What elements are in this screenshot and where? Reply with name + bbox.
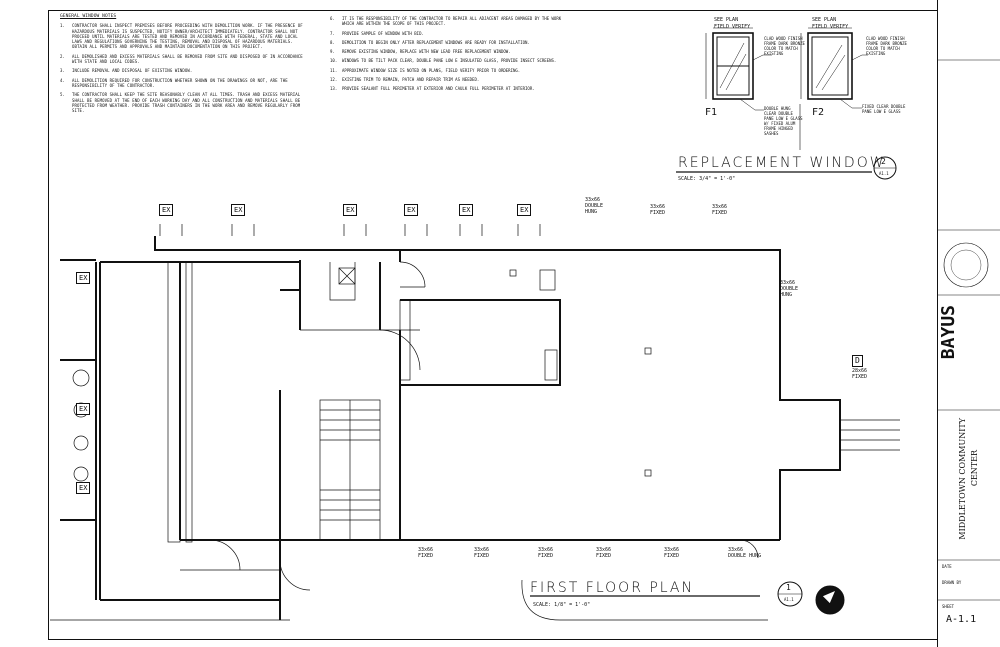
note-item: 4.ALL DEMOLITION REQUIRED FOR CONSTRUCTI… xyxy=(60,77,288,88)
window-label: 33x66 FIXED xyxy=(418,547,434,559)
note-item: 2.ALL DEMOLISHED AND EXCESS MATERIALS SH… xyxy=(60,53,303,65)
ex-tag: EX xyxy=(517,204,532,216)
detail-see-plan: SEE PLAN xyxy=(714,17,739,23)
ex-tag: EX xyxy=(76,482,91,494)
general-notes-continued: 6.IT IS THE RESPONSIBILITY OF THE CONTRA… xyxy=(330,16,570,96)
window-label: 33x66 DOUBLE HUNG xyxy=(728,547,762,559)
window-label: 33x66 FIXED xyxy=(664,547,680,559)
note-item: 7.PROVIDE SAMPLE OF WINDOW WITH BID. xyxy=(330,30,424,36)
window-label: 33x66 DOUBLE HUNG xyxy=(585,197,604,215)
detail-left-type-note: DOUBLE HUNG CLEAR DOUBLE PANE LOW E GLAS… xyxy=(764,106,803,136)
note-item: 10.WINDOWS TO BE TILT PACK CLEAR, DOUBLE… xyxy=(330,58,557,64)
note-item: 8.DEMOLITION TO BEGIN ONLY AFTER REPLACE… xyxy=(330,39,530,45)
detail-right-type-note: FIXED CLEAR DOUBLE PANE LOW E GLASS xyxy=(862,104,906,114)
window-label: 33x66 FIXED xyxy=(474,547,490,559)
label-date: DATE xyxy=(942,564,952,569)
window-label: 33x66 FIXED xyxy=(712,204,728,216)
ex-tag: EX xyxy=(231,204,246,216)
label-drawn: DRAWN BY xyxy=(942,580,962,585)
ex-tag: EX xyxy=(459,204,474,216)
note-item: 5.THE CONTRACTOR SHALL KEEP THE SITE REA… xyxy=(60,92,301,114)
ex-tag: EX xyxy=(76,403,91,415)
window-tag: D xyxy=(852,355,863,367)
general-notes-title: GENERAL WINDOW NOTES xyxy=(60,14,117,19)
ex-tag: EX xyxy=(159,204,174,216)
ex-tag: EX xyxy=(76,272,91,284)
window-label: 28x66 FIXED xyxy=(852,368,868,380)
plan-scale: SCALE: 1/8" = 1'-0" xyxy=(533,602,591,608)
detail-tag-left: F1 xyxy=(705,107,718,118)
note-item: 3.INCLUDE REMOVAL AND DISPOSAL OF EXISTI… xyxy=(60,68,193,74)
detail-scale: SCALE: 3/4" = 1'-0" xyxy=(678,176,736,182)
detail-see-plan: SEE PLAN xyxy=(812,17,837,23)
note-item: 12.EXISTING TRIM TO REMAIN, PATCH AND RE… xyxy=(330,77,480,83)
detail-right-note: CLAD WOOD FINISH FRAME DARK BRONZE COLOR… xyxy=(866,36,907,56)
note-item: 1.CONTRACTOR SHALL INSPECT PREMISES BEFO… xyxy=(60,23,303,50)
plan-bubble-sheet: A1.1 xyxy=(784,597,794,602)
label-sheet: SHEET xyxy=(942,604,955,609)
ex-tag: EX xyxy=(404,204,419,216)
detail-field-verify: FIELD VERIFY xyxy=(812,24,849,30)
title-block: BAYUS MIDDLETOWN COMMUNITY CENTER DATE D… xyxy=(937,0,1000,647)
window-label: 33x66 FIXED xyxy=(538,547,554,559)
detail-field-verify: FIELD VERIFY xyxy=(714,24,751,30)
plan-bubble-num: 1 xyxy=(786,583,791,592)
ex-tag: EX xyxy=(343,204,358,216)
project-name-2: CENTER xyxy=(970,450,979,487)
note-item: 6.IT IS THE RESPONSIBILITY OF THE CONTRA… xyxy=(330,16,562,27)
sheet-number: A-1.1 xyxy=(946,614,977,625)
window-label: 33x66 DOUBLE HUNG xyxy=(780,280,799,298)
general-notes: GENERAL WINDOW NOTES 1.CONTRACTOR SHALL … xyxy=(60,14,310,117)
detail-bubble-sheet: A1.1 xyxy=(879,171,889,176)
plan-title: FIRST FLOOR PLAN xyxy=(530,580,694,596)
detail-title: REPLACEMENT WINDOW xyxy=(678,155,886,171)
detail-tag-right: F2 xyxy=(812,107,825,118)
window-label: 33x66 FIXED xyxy=(650,204,666,216)
firm-logo: BAYUS xyxy=(938,305,959,360)
note-item: 11.APPROXIMATE WINDOW SIZE IS NOTED ON P… xyxy=(330,67,521,73)
note-item: 9.REMOVE EXISTING WINDOW, REPLACE WITH N… xyxy=(330,49,511,55)
window-label: 33x66 FIXED xyxy=(596,547,612,559)
detail-left-note: CLAD WOOD FINISH FRAME DARK BRONZE COLOR… xyxy=(764,36,805,56)
note-item: 13.PROVIDE SEALANT FULL PERIMETER AT EXT… xyxy=(330,86,535,92)
detail-bubble-num: 2 xyxy=(881,157,886,166)
project-name: MIDDLETOWN COMMUNITY xyxy=(958,418,967,540)
